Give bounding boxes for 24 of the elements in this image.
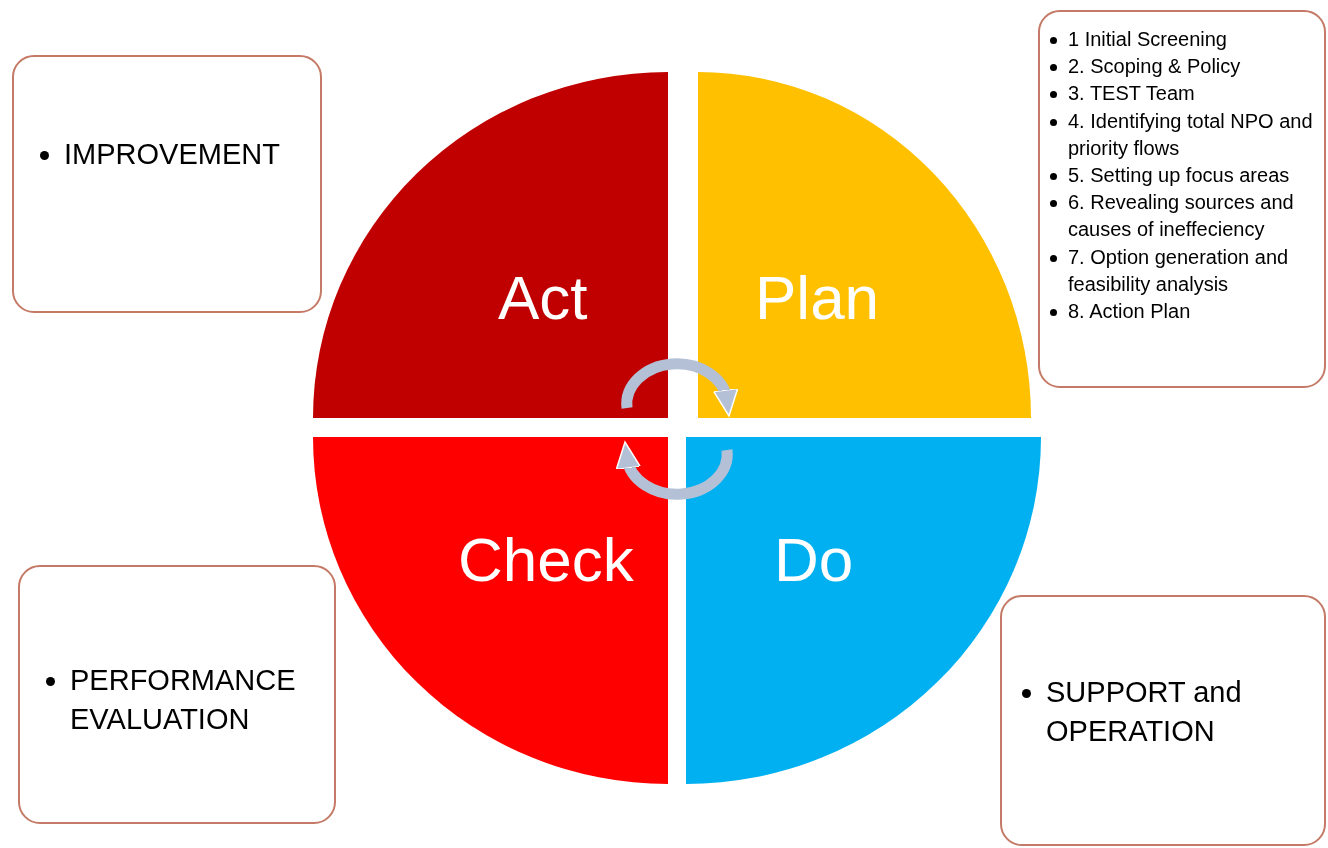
list-item: 4. Identifying total NPO and priority flows [1068,108,1314,161]
list-item: 8. Action Plan [1068,298,1192,324]
quadrant-shape [313,72,668,418]
quadrant-label: Check [458,529,634,591]
curved-arrow [621,358,738,417]
list-item: 1 Initial Screening [1068,27,1228,52]
text-box [1038,10,1326,388]
text-box [18,565,336,824]
list-item: 7. Option generation and feasibility analysis [1068,244,1290,297]
bullet-text: SUPPORT and OPERATION [1046,675,1243,750]
quadrant-label: Act [498,267,588,329]
list-item: 6. Revealing sources and causes of ineffeciency [1068,190,1295,243]
text-box [1000,595,1326,846]
quadrant-label: Do [774,529,854,591]
quadrant-shape [698,72,1031,418]
list-item: 5. Setting up focus areas [1068,162,1291,188]
text-box [12,55,322,313]
quadrant-label: Plan [755,267,880,329]
list-item: 3. TEST Team [1068,81,1196,107]
quadrant-shape [313,437,668,784]
bullet-text: IMPROVEMENT [64,137,281,172]
list-item: 2. Scoping & Policy [1068,54,1242,80]
bullet-text: PERFORMANCE EVALUATION [70,663,297,738]
quadrant-shape [686,437,1041,784]
